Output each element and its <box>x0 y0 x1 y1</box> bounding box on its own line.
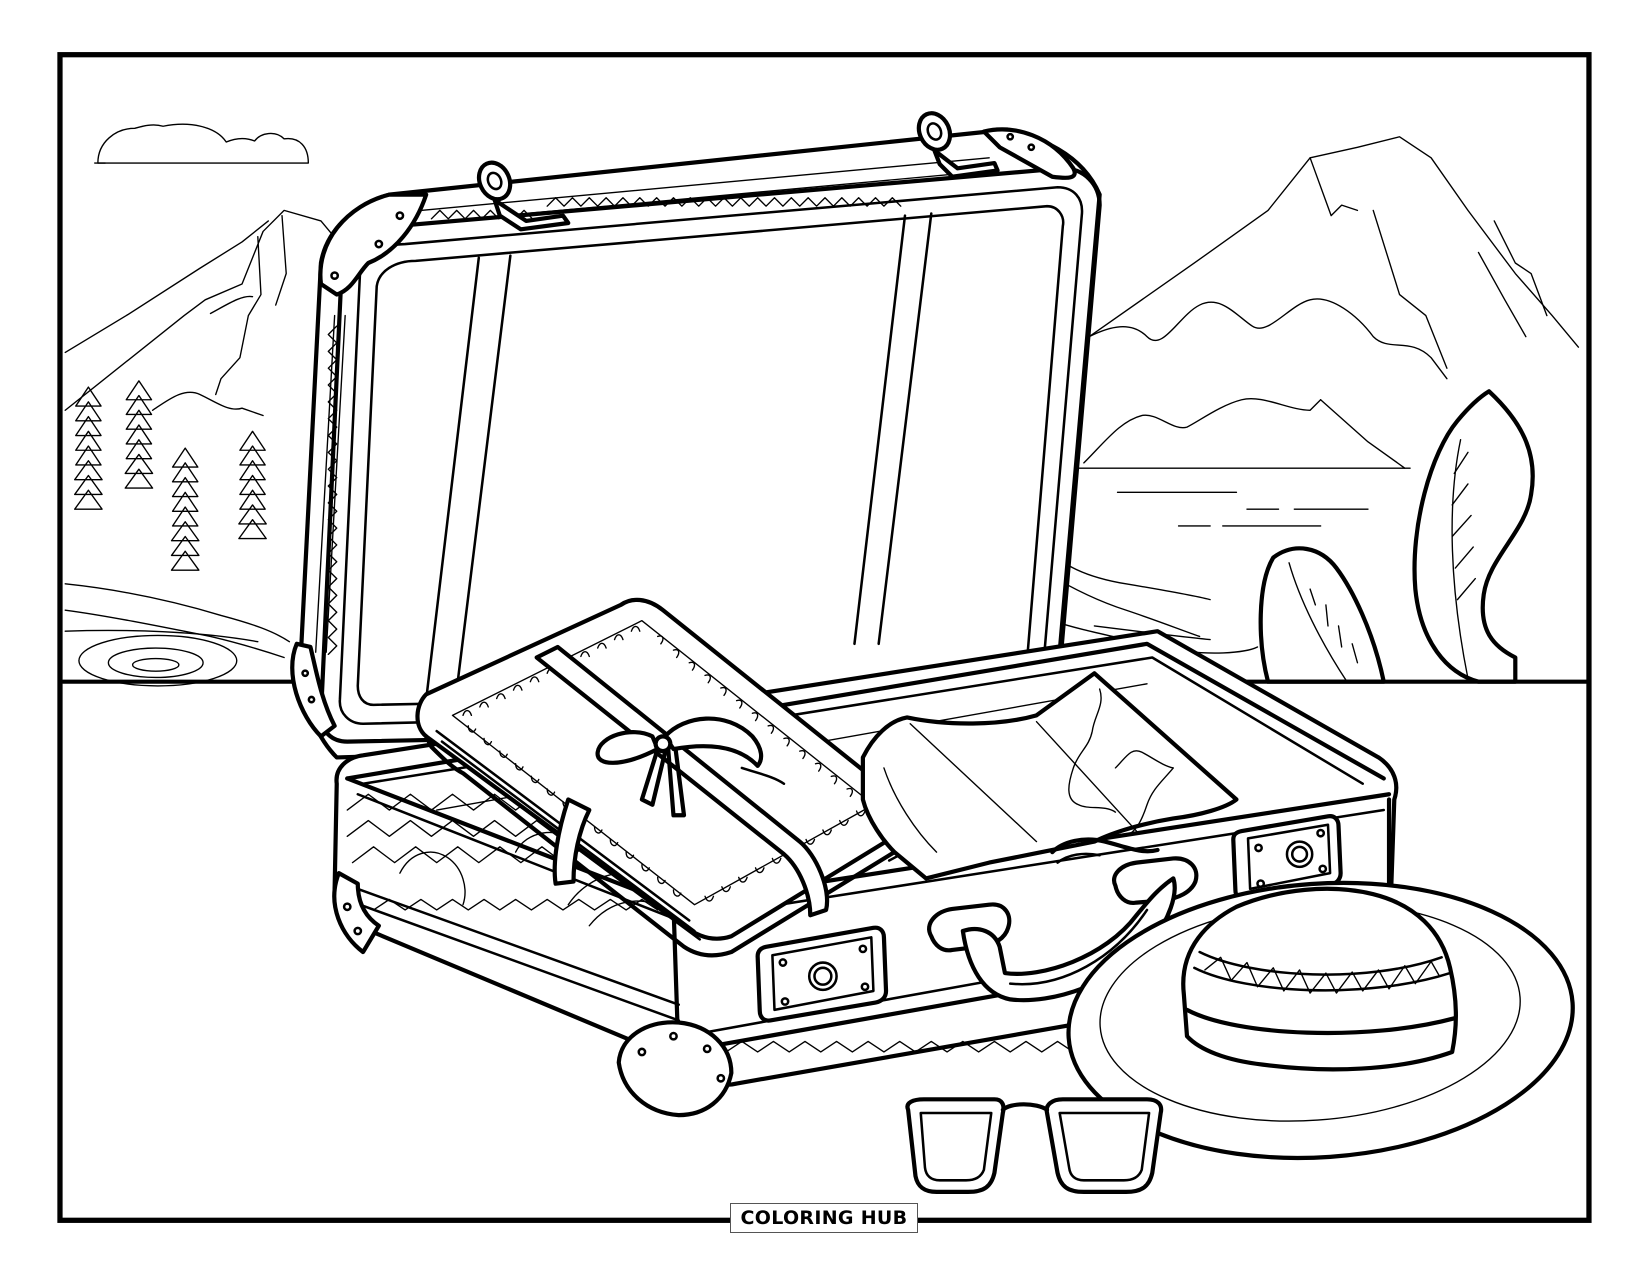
suitcase-lock-plate-left <box>755 925 889 1023</box>
brand-logo: COLORING HUB <box>730 1203 918 1233</box>
bushes <box>1258 389 1535 684</box>
right-mountains <box>1077 136 1580 469</box>
sun-hat <box>1066 880 1575 1161</box>
ripples <box>64 629 259 687</box>
lake <box>1116 491 1369 527</box>
folded-map <box>860 671 1239 881</box>
brand-label: COLORING HUB <box>740 1207 908 1229</box>
pine-trees <box>74 380 267 571</box>
journal <box>415 597 915 958</box>
hinge-left <box>476 160 571 232</box>
hinge-right <box>916 111 1000 179</box>
suitcase-handle <box>927 856 1199 1003</box>
cloud-icon <box>94 123 310 164</box>
left-mountains <box>64 209 348 417</box>
sunglasses <box>905 1097 1164 1194</box>
